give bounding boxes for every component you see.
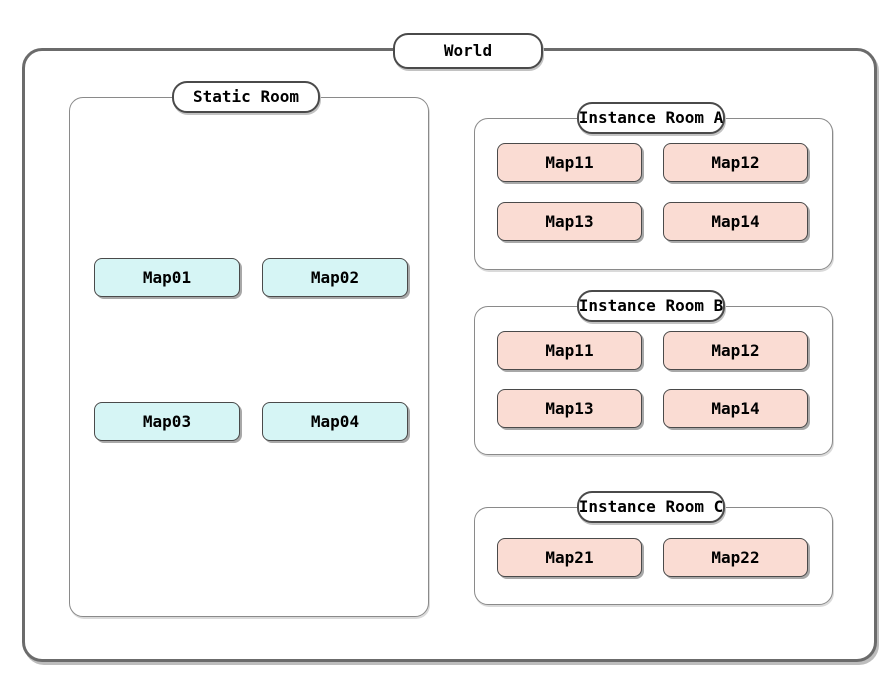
map-node-map04: Map04 <box>262 402 408 441</box>
instance-room-c-label-pill: Instance Room C <box>577 491 725 523</box>
static-room-label: Static Room <box>193 87 299 106</box>
map-node-label: Map11 <box>545 340 594 360</box>
map-node-map12-a: Map12 <box>663 143 808 182</box>
map-node-map11-a: Map11 <box>497 143 642 182</box>
static-room-container: Static Room Map01 Map02 Map03 Map04 <box>69 81 429 617</box>
instance-room-c-container: Instance Room C Map21 Map22 <box>474 491 833 605</box>
map-node-label: Map11 <box>545 152 594 172</box>
map-node-map13-a: Map13 <box>497 202 642 241</box>
map-node-map02: Map02 <box>262 258 408 297</box>
map-node-label: Map13 <box>545 211 594 231</box>
map-node-map01: Map01 <box>94 258 240 297</box>
map-node-label: Map12 <box>711 340 760 360</box>
map-node-map13-b: Map13 <box>497 389 642 428</box>
instance-room-a-label: Instance Room A <box>578 108 724 127</box>
map-node-label: Map22 <box>711 547 760 567</box>
map-node-label: Map02 <box>310 267 360 287</box>
world-container: World Static Room Map01 Map02 Map03 Map0… <box>22 33 877 662</box>
map-node-label: Map13 <box>545 398 594 418</box>
instance-room-a-label-pill: Instance Room A <box>577 102 725 134</box>
map-node-map21: Map21 <box>497 538 642 577</box>
map-node-label: Map21 <box>545 547 594 567</box>
map-node-map11-b: Map11 <box>497 331 642 370</box>
map-node-map03: Map03 <box>94 402 240 441</box>
world-label: World <box>443 41 493 60</box>
instance-room-b-label-pill: Instance Room B <box>577 290 725 322</box>
map-node-map22: Map22 <box>663 538 808 577</box>
map-node-label: Map14 <box>711 398 760 418</box>
map-node-map14-a: Map14 <box>663 202 808 241</box>
map-node-label: Map01 <box>142 267 192 287</box>
map-node-label: Map03 <box>142 411 192 431</box>
map-node-map12-b: Map12 <box>663 331 808 370</box>
map-node-label: Map12 <box>711 152 760 172</box>
map-node-label: Map04 <box>310 411 360 431</box>
instance-room-b-container: Instance Room B Map11 Map12 Map13 Map14 <box>474 290 833 455</box>
static-room-label-pill: Static Room <box>172 81 320 113</box>
instance-room-b-label: Instance Room B <box>578 296 724 315</box>
instance-room-c-label: Instance Room C <box>578 497 724 516</box>
map-node-label: Map14 <box>711 211 760 231</box>
instance-room-a-container: Instance Room A Map11 Map12 Map13 Map14 <box>474 102 833 270</box>
map-node-map14-b: Map14 <box>663 389 808 428</box>
world-label-pill: World <box>393 33 543 69</box>
